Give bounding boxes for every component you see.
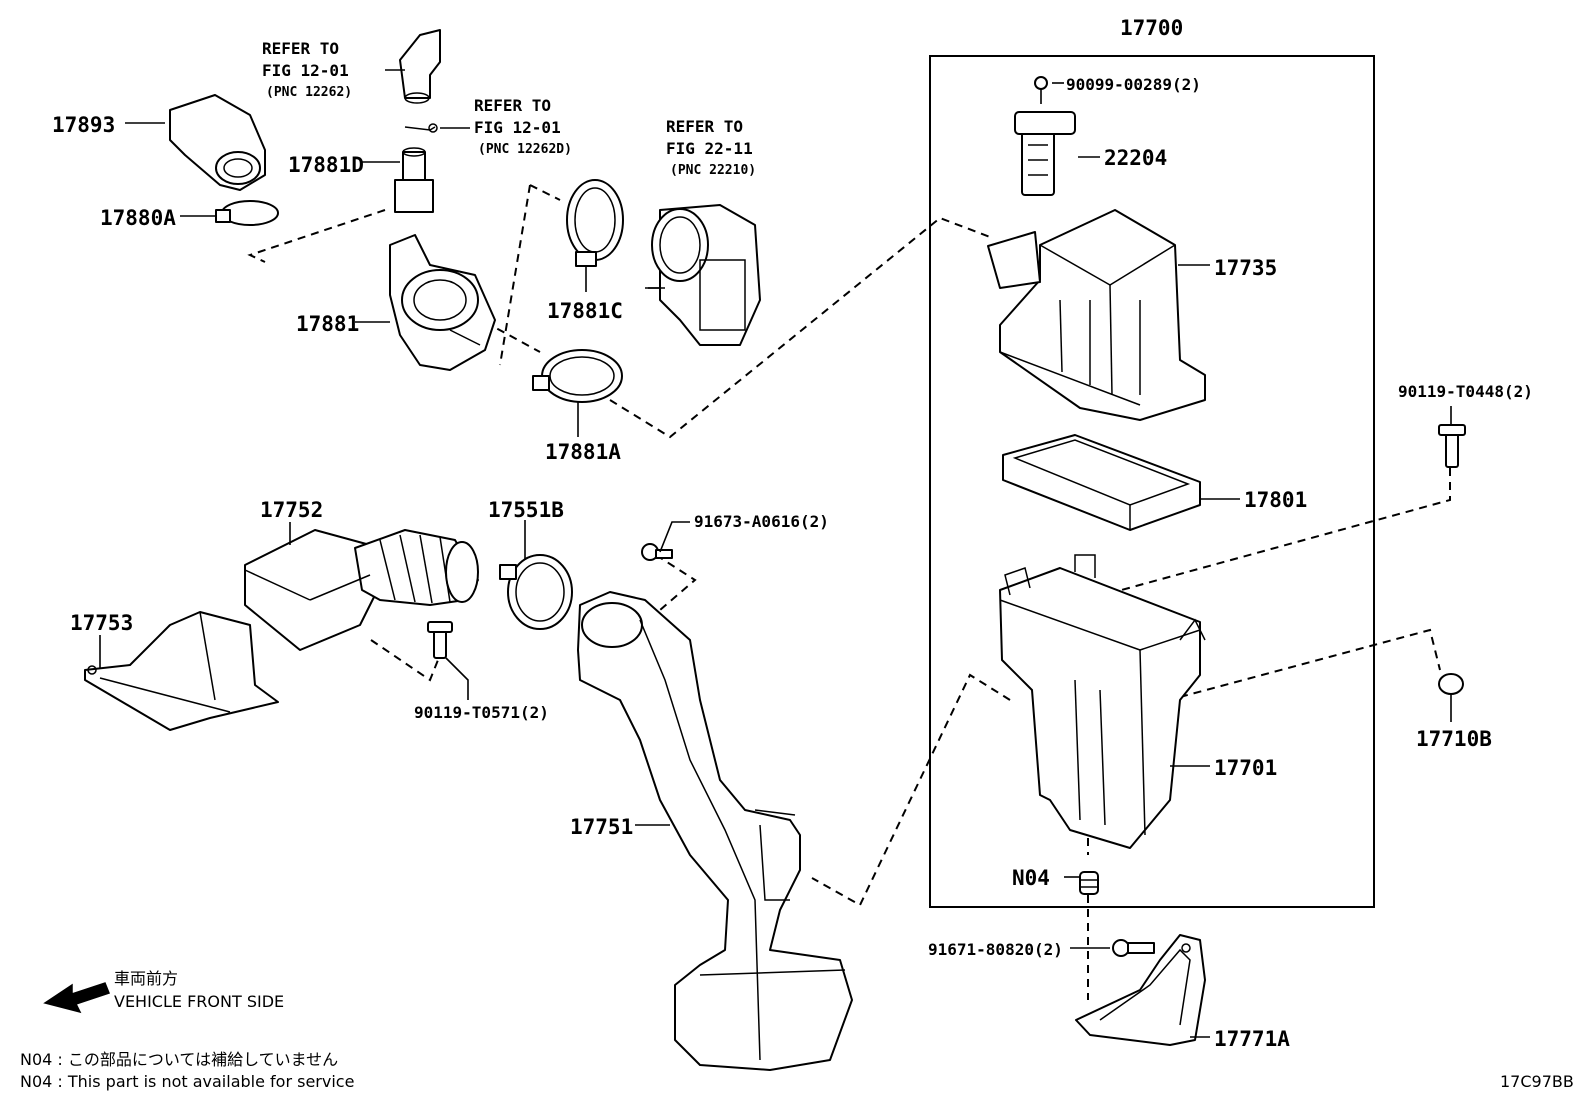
label-17881C[interactable]: 17881C [547, 299, 623, 323]
label-17881[interactable]: 17881 [296, 312, 359, 336]
ref1-line1: REFER TO [262, 39, 339, 58]
figure-code: 17C97BB [1500, 1072, 1574, 1091]
label-22204[interactable]: 22204 [1104, 146, 1167, 170]
label-17551B[interactable]: 17551B [488, 498, 564, 522]
direction-label-jp: 車両前方 [114, 969, 178, 988]
label-90099-00289[interactable]: 90099-00289(2) [1066, 75, 1201, 94]
footnote-n04-en: N04 : This part is not available for ser… [20, 1072, 354, 1091]
vehicle-front-indicator: 車両前方 VEHICLE FRONT SIDE [43, 969, 284, 1014]
part-17735-cover[interactable] [987, 209, 1206, 421]
label-17880A[interactable]: 17880A [100, 206, 176, 230]
label-17801[interactable]: 17801 [1244, 488, 1307, 512]
part-17701-case[interactable] [999, 554, 1206, 849]
part-17801-filter[interactable] [1002, 434, 1201, 531]
label-91673-A0616[interactable]: 91673-A0616(2) [694, 512, 829, 531]
part-17751-inlet-duct[interactable] [577, 591, 853, 1071]
ref3-throttle-body [645, 204, 761, 346]
part-91671-bolt[interactable] [1112, 939, 1155, 957]
ref3-line1: REFER TO [666, 117, 743, 136]
part-91673-bolt[interactable] [641, 543, 673, 561]
reference-callout-2: REFER TO FIG 12-01 (PNC 12262D) [474, 96, 572, 157]
direction-label-en: VEHICLE FRONT SIDE [114, 992, 284, 1011]
label-90119-T0448[interactable]: 90119-T0448(2) [1398, 382, 1533, 401]
part-N04-grommet[interactable] [1079, 871, 1099, 895]
label-N04[interactable]: N04 [1012, 866, 1050, 890]
label-17700[interactable]: 17700 [1120, 16, 1183, 40]
front-arrow-icon [43, 982, 110, 1014]
part-17880A-clamp[interactable] [215, 200, 279, 226]
part-17893-duct[interactable] [169, 94, 266, 191]
part-17771A-bracket[interactable] [1075, 934, 1206, 1046]
label-17752[interactable]: 17752 [260, 498, 323, 522]
ref1-hose [399, 29, 441, 104]
reference-callout-1: REFER TO FIG 12-01 (PNC 12262) [262, 39, 352, 100]
label-17753[interactable]: 17753 [70, 611, 133, 635]
part-17752-resonator[interactable] [244, 529, 479, 651]
ref1-line2[interactable]: FIG 12-01 [262, 61, 349, 80]
part-22204-sensor[interactable] [1014, 111, 1076, 196]
label-17893[interactable]: 17893 [52, 113, 115, 137]
ref3-line2[interactable]: FIG 22-11 [666, 139, 753, 158]
ref2-line3: (PNC 12262D) [478, 142, 572, 157]
leader-lines [99, 69, 1452, 1038]
part-17881C-clamp[interactable] [566, 179, 624, 292]
ref2-line2[interactable]: FIG 12-01 [474, 118, 561, 137]
ref1-line3: (PNC 12262) [266, 85, 352, 100]
part-17881A-clamp[interactable] [532, 349, 623, 403]
part-17710B-plug[interactable] [1438, 673, 1464, 695]
label-17751[interactable]: 17751 [570, 815, 633, 839]
reference-callout-3: REFER TO FIG 22-11 (PNC 22210) [666, 117, 756, 178]
ref2-line1: REFER TO [474, 96, 551, 115]
part-17551B-clamp[interactable] [499, 554, 573, 630]
label-17771A[interactable]: 17771A [1214, 1027, 1290, 1051]
label-17735[interactable]: 17735 [1214, 256, 1277, 280]
assembly-17700-box [929, 55, 1375, 908]
footnote-n04-jp: N04 : この部品については補給していません [20, 1050, 338, 1069]
part-90119-T0571-bolt[interactable] [427, 621, 453, 659]
part-17881D-fitting[interactable] [394, 147, 434, 213]
part-90119-T0448-bolt[interactable] [1438, 424, 1466, 468]
label-17881D[interactable]: 17881D [288, 153, 364, 177]
label-17710B[interactable]: 17710B [1416, 727, 1492, 751]
part-17881-elbow[interactable] [389, 234, 496, 371]
label-17701[interactable]: 17701 [1214, 756, 1277, 780]
ref3-line3: (PNC 22210) [670, 163, 756, 178]
label-90119-T0571[interactable]: 90119-T0571(2) [414, 703, 549, 722]
label-91671-80820[interactable]: 91671-80820(2) [928, 940, 1063, 959]
label-17881A[interactable]: 17881A [545, 440, 621, 464]
ref2-clip [404, 123, 438, 133]
part-17753-duct[interactable] [84, 611, 279, 731]
part-90099-screw[interactable] [1034, 76, 1048, 104]
